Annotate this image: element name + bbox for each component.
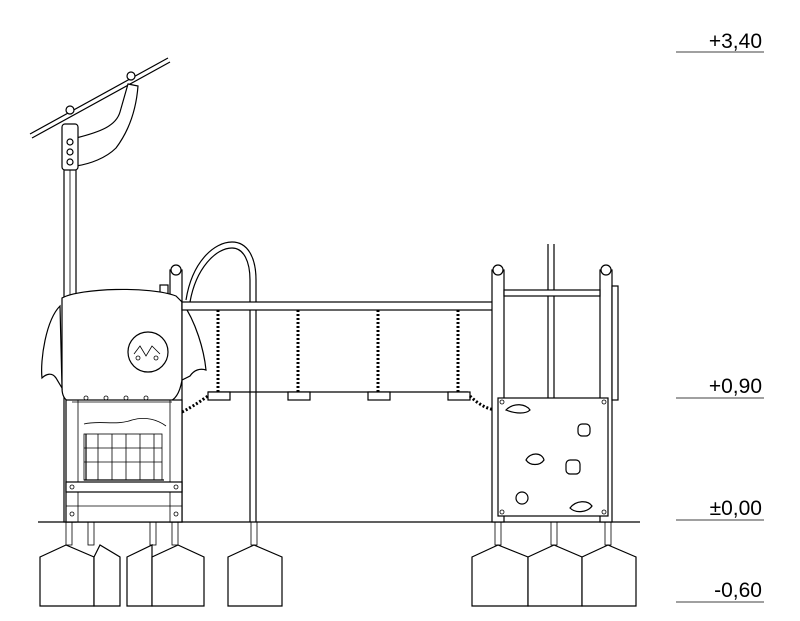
roof-panel (61, 288, 183, 403)
climbing-holds (504, 404, 593, 513)
level-label-top: +3,40 (709, 30, 762, 53)
level-markers: +3,40 +0,90 ±0,00 -0,60 (676, 30, 764, 603)
level-marker-ground: ±0,00 (676, 497, 764, 521)
tower-deck (65, 481, 183, 493)
telescope-handle (75, 83, 139, 167)
roof-drape-left (41, 304, 63, 391)
level-label-ground: ±0,00 (710, 497, 762, 520)
right-tower-top-rail (503, 289, 601, 297)
arch-post (185, 241, 257, 522)
foundation-left-pair (39, 521, 121, 607)
foundation-arch-block (227, 521, 283, 607)
climbing-wall (497, 397, 609, 517)
foundation-blocks (39, 521, 637, 607)
level-label-foundation: -0,60 (714, 579, 762, 602)
left-tower (29, 57, 207, 523)
foundation-mid-pair (126, 521, 205, 607)
level-label-bridge: +0,90 (709, 375, 762, 398)
telescope-rod (29, 57, 169, 135)
tower-lower-frame (65, 399, 183, 523)
chain-bridge (181, 301, 499, 414)
roof-drape-right (181, 300, 207, 381)
right-tower (491, 244, 619, 523)
level-marker-foundation: -0,60 (676, 579, 764, 603)
foundation-right-group (471, 521, 637, 607)
level-marker-top: +3,40 (676, 30, 764, 53)
bridge-handrail (181, 301, 497, 311)
level-marker-bridge: +0,90 (676, 375, 764, 399)
